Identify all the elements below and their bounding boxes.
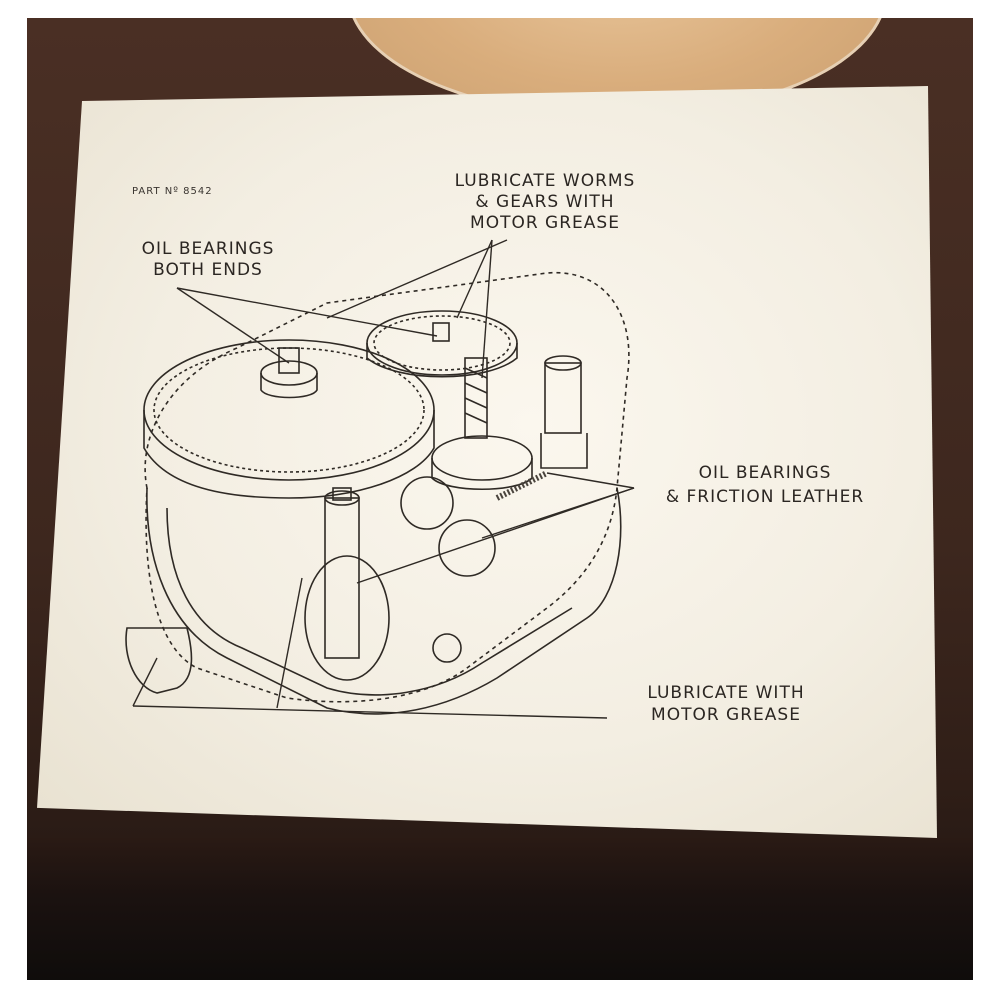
label-oil-bearings-both-ends-line2: BOTH ENDS [153,260,263,280]
governor-ball-1 [400,476,454,530]
large-gear-teeth [153,347,425,473]
governor-ball-2 [438,519,496,577]
right-post [544,362,582,434]
large-gear-rim [143,410,435,499]
label-oil-bearings-both-ends-line1: OIL BEARINGS [141,239,275,259]
friction-disc [304,555,390,681]
label-lubricate-worms-line3: MOTOR GREASE [470,213,620,233]
photo-frame: PART Nº 8542 LUBRICATE WORMS & GEARS WIT… [27,18,973,980]
wood-shelf-shadow [27,838,973,980]
instruction-sticker [37,86,937,838]
base-pan-inner [166,507,573,696]
label-lubricate-worms-line2: & GEARS WITH [475,192,615,212]
base-pan [146,487,622,715]
part-number: PART Nº 8542 [132,186,213,197]
spring [495,470,549,501]
small-gear [366,310,518,376]
label-lubricate-worms-line1: LUBRICATE WORMS [454,171,636,191]
mechanism-diagram [125,239,635,719]
front-post [324,497,360,659]
label-oil-bearings-friction-line2: & FRICTION LEATHER [665,487,865,507]
label-lubricate-motor-grease-line2: MOTOR GREASE [651,705,801,725]
label-lubricate-motor-grease-line1: LUBRICATE WITH [647,683,805,703]
label-oil-bearings-friction-line1: OIL BEARINGS [698,463,832,483]
crank-housing [125,627,193,694]
housing-dashed-outline [144,271,630,703]
